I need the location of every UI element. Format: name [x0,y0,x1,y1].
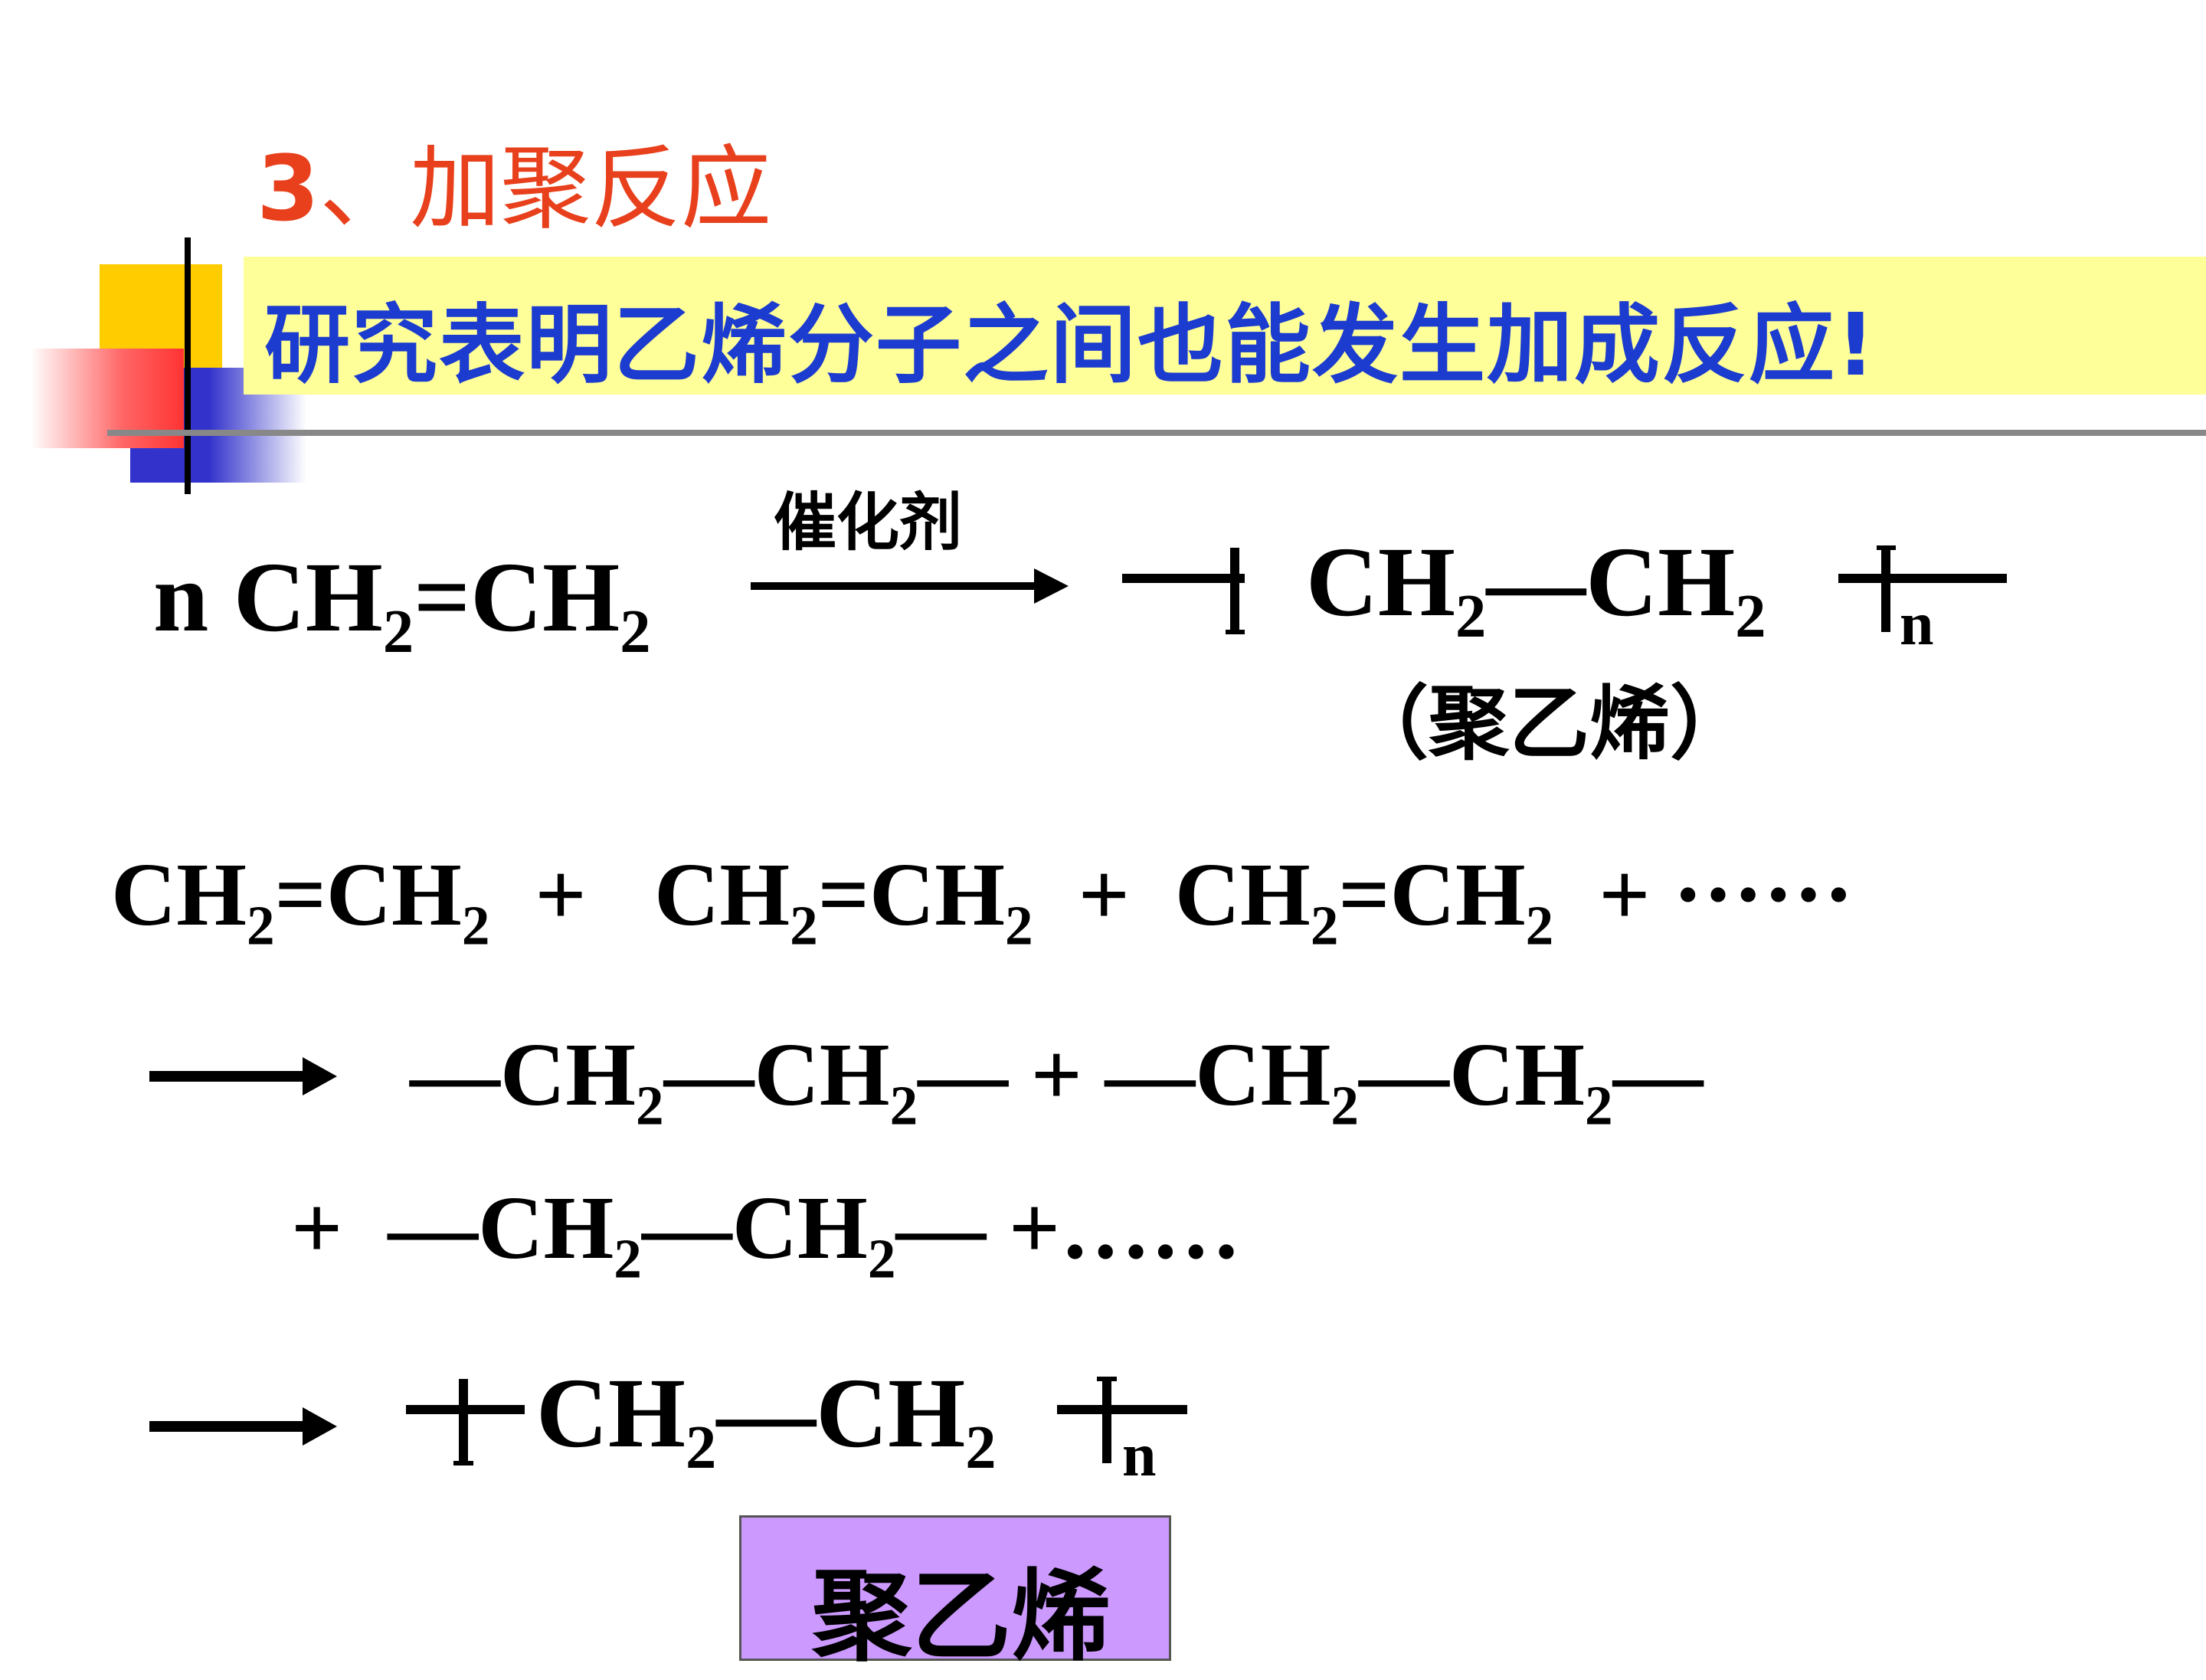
line2-term3-sub-a: 2 [1310,894,1339,957]
eq1-sub-b: 2 [620,598,651,666]
line2-plus-1: + [535,844,587,945]
line4-plus-2: + [1008,1177,1061,1278]
eq1-reactant: n CH2=CH2 [153,540,650,663]
banner-text: 研究表明乙烯分子之间也能发生加成反应! [264,296,1877,395]
line3-unit2-b: —CH [1358,1024,1585,1125]
line3-unit1-a: —CH [410,1024,636,1125]
eq1-prod-sub-a: 2 [1455,582,1487,651]
eq1-product-n: n [1900,591,1934,658]
eq1-ch-b: =CH [414,542,620,653]
line2-term1-b: =CH [274,844,462,945]
line3-unit1-b: —CH [663,1024,890,1125]
line3-unit2-end: — [1612,1024,1704,1125]
line3-equation: —CH2—CH2— + —CH2—CH2— [410,1023,1704,1134]
eq1-catalyst: 催化剂 [774,486,963,559]
line3-unit1-sub-b: 2 [889,1074,918,1137]
line3-unit2-sub-a: 2 [1330,1074,1359,1137]
banner-background [244,257,2206,395]
line4-unit-sub-a: 2 [614,1227,642,1290]
line5-equation: CH2—CH2 [536,1356,997,1479]
eq1-prod-a: CH [1306,527,1455,637]
line4-ellipsis: …… [1060,1177,1242,1278]
line3-unit1-sub-a: 2 [636,1074,664,1137]
line5-unit-b: —CH [716,1358,966,1469]
line2-term1-sub-b: 2 [461,894,490,957]
line3-unit2-sub-b: 2 [1584,1074,1613,1137]
line2-plus-2: + [1078,844,1130,945]
line3-plus: + [1030,1024,1082,1125]
eq1-coef: n [153,542,209,653]
line2-term3-b: =CH [1338,844,1526,945]
slide-heading: 3、加聚反应 [257,115,771,246]
line2-equation: CH2=CH2 + CH2=CH2 + CH2=CH2 + ······ [111,843,1854,954]
heading-number: 3 [257,136,320,241]
line5-unit-a: CH [536,1358,686,1469]
line2-term3-a: CH [1174,844,1311,945]
line3-unit2-a: —CH [1105,1024,1331,1125]
line2-term2-b: =CH [817,844,1005,945]
line4-unit-end: — [895,1177,987,1278]
eq1-ch-a: CH [233,542,383,653]
line5-sub-a: 2 [686,1413,717,1482]
eq1-prod-b: —CH [1486,527,1736,637]
line2-term2-sub-a: 2 [790,894,818,957]
line5-sub-b: 2 [965,1413,997,1482]
line4-unit-sub-b: 2 [867,1227,896,1290]
line2-term1-a: CH [111,844,247,945]
polyethylene-label: 聚乙烯 [812,1558,1111,1675]
eq1-product-name: （聚乙烯） [1348,677,1751,771]
heading-text: 、加聚反应 [319,136,772,241]
line4-unit-a: —CH [388,1177,614,1278]
line4-plus-1: + [291,1177,343,1278]
eq1-prod-sub-b: 2 [1735,582,1766,651]
eq1-product: CH2—CH2 [1306,525,1766,647]
line2-term1-sub-a: 2 [247,894,275,957]
line2-plus-3: + [1599,844,1651,945]
line2-ellipsis: ······ [1672,844,1854,945]
line4-unit-b: —CH [641,1177,868,1278]
line2-term2-a: CH [654,844,790,945]
line2-term2-sub-b: 2 [1004,894,1033,957]
line4-equation: + —CH2—CH2— +…… [291,1176,1242,1287]
line3-unit1-end: — [918,1024,1009,1125]
eq1-sub-a: 2 [382,598,414,666]
line2-term3-sub-b: 2 [1525,894,1554,957]
line5-n: n [1122,1422,1157,1489]
